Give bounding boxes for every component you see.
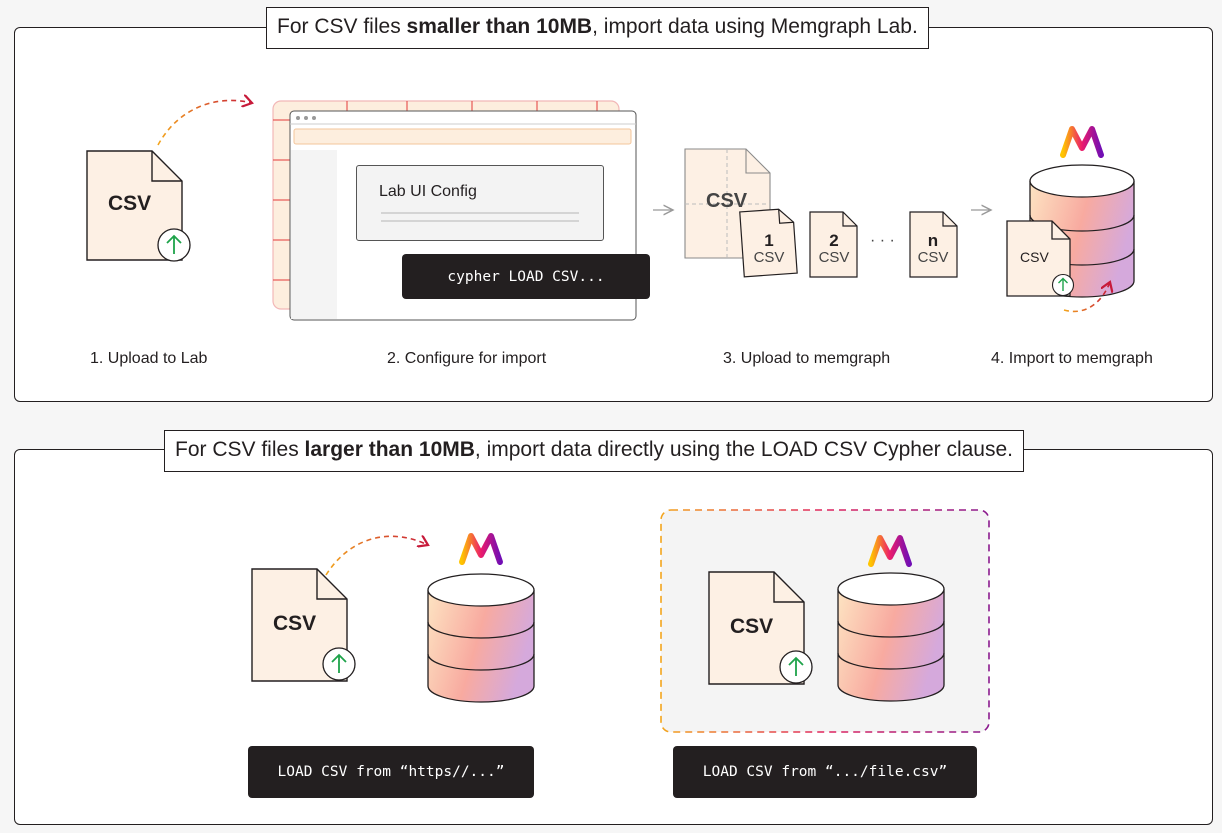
csv-file-icon: [1006, 220, 1071, 297]
chunk-type: CSV: [818, 248, 850, 266]
chunk-ellipsis: · · ·: [870, 232, 895, 249]
right-arrow-icon: [653, 203, 676, 217]
step-caption-3: 3. Upload to memgraph: [723, 350, 891, 367]
bottom-panel-title: For CSV files larger than 10MB, import d…: [164, 430, 1024, 472]
dashed-arrow-icon: [325, 525, 440, 576]
chunk-number: n: [927, 231, 939, 250]
upload-icon: [1051, 273, 1075, 297]
step-caption-1: 1. Upload to Lab: [90, 350, 208, 367]
csv-file-icon: [708, 571, 805, 685]
lab-config-card: Lab UI Config: [356, 165, 604, 241]
chunk-number: 2: [829, 231, 839, 250]
chunk-n-label: n CSV: [913, 232, 953, 266]
chunk-number: 1: [764, 231, 774, 250]
step-caption-4: 4. Import to memgraph: [991, 350, 1153, 367]
upload-icon: [779, 650, 813, 684]
memgraph-logo-icon: [1060, 126, 1104, 158]
chunk-file-icon: [909, 211, 958, 278]
database-icon: [837, 572, 945, 702]
memgraph-logo-icon: [459, 533, 503, 565]
load-csv-url-code: LOAD CSV from “https//...”: [248, 746, 534, 798]
chunk-type: CSV: [753, 248, 785, 266]
chunk-2-label: 2 CSV: [814, 232, 854, 266]
chunk-file-icon: [809, 211, 858, 278]
csv-file-icon: [251, 568, 348, 682]
upload-icon: [157, 228, 191, 262]
right-arrow-icon: [971, 203, 994, 217]
csv-label: CSV: [706, 190, 748, 212]
load-csv-file-code: LOAD CSV from “.../file.csv”: [673, 746, 977, 798]
chunk-1-label: 1 CSV: [749, 232, 789, 266]
csv-label: CSV: [273, 612, 317, 635]
csv-label: CSV: [730, 615, 774, 638]
placeholder-line: [381, 220, 579, 222]
bottom-panel: [14, 449, 1213, 825]
csv-label: CSV: [1020, 249, 1049, 265]
lab-config-card-label: Lab UI Config: [379, 183, 477, 200]
csv-file-icon: [86, 150, 183, 261]
upload-icon: [322, 647, 356, 681]
chunk-type: CSV: [917, 248, 949, 266]
cypher-code-block: cypher LOAD CSV...: [402, 254, 650, 299]
csv-label: CSV: [108, 192, 152, 215]
chunk-file-icon: [739, 208, 798, 278]
top-panel-title: For CSV files smaller than 10MB, import …: [266, 7, 929, 49]
dashed-arrow-icon: [157, 95, 260, 146]
step-caption-2: 2. Configure for import: [387, 350, 547, 367]
dashed-arrow-icon: [1063, 278, 1120, 313]
placeholder-line: [381, 212, 579, 214]
database-icon: [427, 573, 535, 703]
memgraph-logo-icon: [868, 535, 912, 567]
